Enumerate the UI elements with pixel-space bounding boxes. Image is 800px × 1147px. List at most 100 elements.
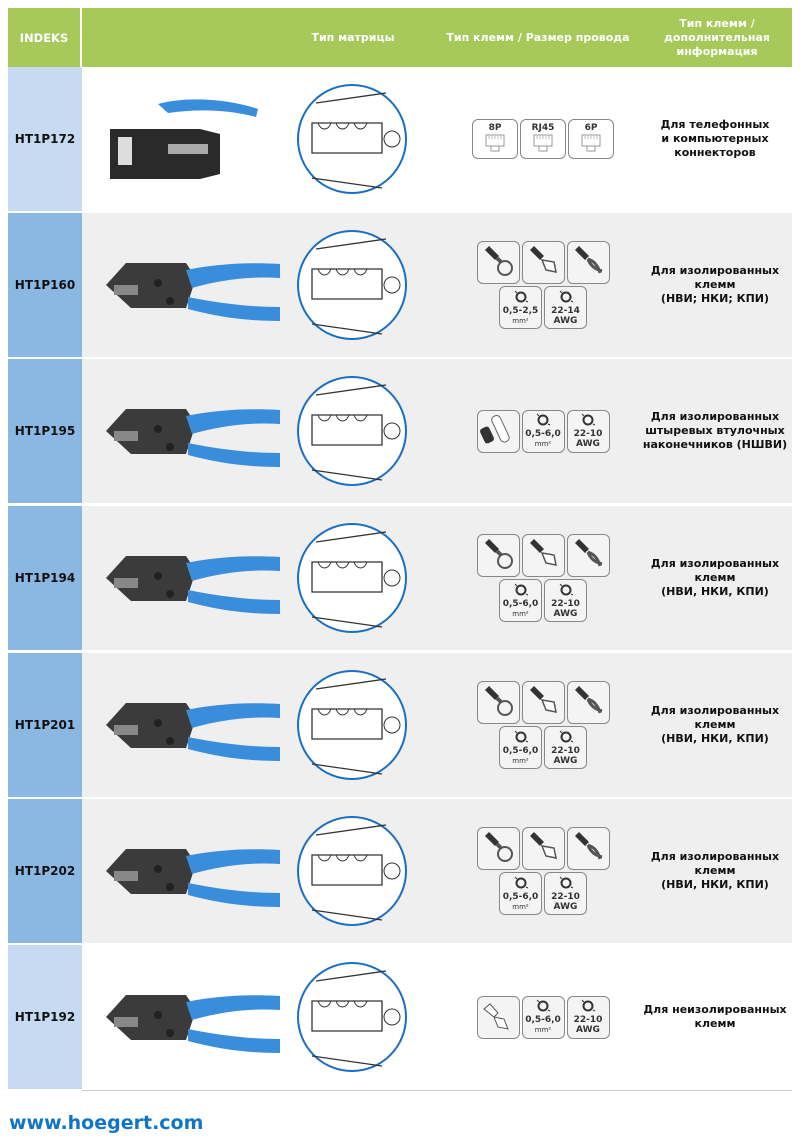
terminal-info: Для телефонных и компьютерных коннекторо… — [660, 118, 770, 159]
crimping-tool-image — [98, 528, 288, 628]
wire-size-value: 22-10 — [551, 891, 580, 902]
terminal-box: 8P — [472, 119, 518, 159]
fork-terminal-icon — [569, 828, 607, 869]
wire-gauge-icon — [513, 583, 529, 599]
terminal-box — [521, 241, 565, 284]
wire-size-value: 0,5-6,0 — [502, 598, 539, 609]
wire-gauge-icon — [580, 999, 596, 1015]
terminal-box — [521, 827, 565, 870]
wire-size-value: 0,5-6,0 — [502, 745, 539, 756]
terminal-info: Для неизолированных клемм — [643, 1003, 787, 1030]
terminal-box: 6P — [568, 119, 614, 159]
wire-size-unit: mm² — [512, 609, 529, 618]
die-type-image — [296, 522, 408, 634]
website-link[interactable]: www.hoegert.com — [9, 1112, 204, 1134]
wire-size-value: 22-10 — [573, 429, 603, 439]
product-index: HT1P172 — [8, 67, 82, 211]
flag-terminal-icon — [524, 535, 562, 576]
terminal-box — [521, 681, 565, 724]
product-index: HT1P194 — [8, 506, 82, 650]
wire-size-unit: AWG — [576, 439, 600, 449]
wire-size-value: 22-10 — [573, 1015, 603, 1025]
wire-gauge-icon — [558, 583, 574, 599]
wire-size-value: 0,5-6,0 — [525, 1015, 561, 1025]
flag-terminal-icon — [524, 828, 562, 869]
product-index: HT1P192 — [8, 945, 82, 1089]
wire-size-value: 22-10 — [551, 598, 580, 609]
divider — [82, 1090, 792, 1091]
wire-gauge-icon — [513, 730, 529, 746]
terminal-info: Для изолированных клемм (НВИ, НКИ, КПИ) — [650, 557, 780, 598]
terminal-info: Для изолированных клемм (НВИ, НКИ, КПИ) — [650, 704, 780, 745]
wire-gauge-icon — [513, 876, 529, 892]
connector-icon — [531, 133, 555, 156]
wire-size-unit: AWG — [553, 315, 578, 326]
terminal-info: Для изолированных клемм (НВИ; НКИ; КПИ) — [650, 264, 780, 305]
wire-size-unit: AWG — [576, 1025, 600, 1035]
wire-size-unit: AWG — [553, 901, 578, 912]
wire-size-value: 0,5-2,5 — [502, 305, 539, 316]
crimping-tool-image — [98, 821, 288, 921]
table-header: INDEKS Тип матрицы Тип клемм / Размер пр… — [8, 8, 792, 67]
flag-terminal-icon — [524, 242, 562, 283]
wire-size-unit: mm² — [512, 316, 529, 325]
terminal-box — [566, 681, 610, 724]
terminal-info: Для изолированных штыревых втулочных нак… — [642, 410, 788, 451]
ring-terminal-icon — [479, 242, 517, 283]
crimping-tool-image — [98, 675, 288, 775]
die-type-image — [296, 815, 408, 927]
uninsulated-terminal-icon — [479, 997, 517, 1038]
wire-size-unit: AWG — [553, 608, 578, 619]
die-type-image — [296, 375, 408, 487]
crimping-tool-image — [98, 967, 288, 1067]
die-type-image — [296, 83, 408, 195]
product-index: HT1P160 — [8, 213, 82, 357]
wire-size-unit: mm² — [512, 756, 529, 765]
wire-size-value: 0,5-6,0 — [502, 891, 539, 902]
terminal-box — [521, 534, 565, 577]
product-index: HT1P201 — [8, 653, 82, 797]
product-index: HT1P195 — [8, 359, 82, 503]
die-type-image — [296, 961, 408, 1073]
header-terminal-type: Тип клемм / Размер провода — [446, 30, 630, 44]
die-type-image — [296, 669, 408, 781]
ferrule-icon — [479, 411, 517, 452]
crimping-tool-image — [98, 89, 288, 189]
wire-size-value: 22-10 — [551, 745, 580, 756]
flag-terminal-icon — [524, 682, 562, 723]
fork-terminal-icon — [569, 242, 607, 283]
wire-gauge-icon — [558, 730, 574, 746]
wire-size-unit: mm² — [534, 1026, 552, 1034]
header-die-type: Тип матрицы — [311, 30, 395, 44]
wire-gauge-icon — [535, 413, 551, 429]
crimping-tool-image — [98, 381, 288, 481]
connector-label: RJ45 — [531, 122, 555, 133]
crimping-tool-image — [98, 235, 288, 335]
wire-gauge-icon — [558, 876, 574, 892]
ring-terminal-icon — [479, 828, 517, 869]
terminal-box — [476, 409, 520, 453]
header-index: INDEKS — [8, 8, 82, 67]
wire-size-value: 22-14 — [551, 305, 580, 316]
product-index: HT1P202 — [8, 799, 82, 943]
wire-size-value: 0,5-6,0 — [525, 429, 561, 439]
fork-terminal-icon — [569, 682, 607, 723]
